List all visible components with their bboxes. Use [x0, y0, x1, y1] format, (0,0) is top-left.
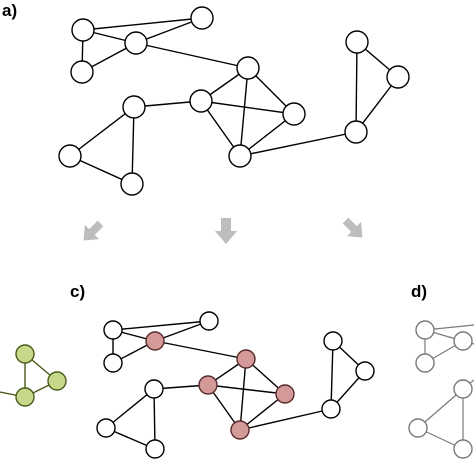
graph-c	[96, 311, 375, 459]
graph-edge	[239, 67, 249, 157]
graph-edge	[69, 106, 135, 157]
graph-node	[70, 60, 94, 84]
arrow-right-icon	[342, 217, 363, 238]
graph-node	[199, 311, 219, 331]
panel-label-d: d)	[411, 282, 427, 301]
graph-a	[58, 6, 410, 196]
graph-node	[145, 439, 165, 459]
graph-node	[120, 172, 144, 196]
arrow-left-icon	[83, 220, 104, 241]
graph-edge	[355, 41, 358, 133]
graph-edge	[135, 42, 249, 69]
graph-node-highlighted	[236, 349, 256, 369]
graph-d-partial	[408, 320, 474, 459]
graph-node	[355, 361, 375, 381]
panel-label-a: a)	[2, 1, 17, 20]
graph-edge	[207, 384, 286, 395]
transition-arrows	[83, 217, 363, 244]
graph-edge	[105, 388, 155, 429]
graph-node	[103, 320, 123, 340]
graph-node	[190, 6, 214, 30]
graph-edge	[239, 358, 247, 431]
graph-edge	[330, 340, 334, 410]
graph-node-highlighted	[145, 331, 165, 351]
graph-edge	[239, 408, 332, 431]
graph-node	[323, 331, 343, 351]
graph-node	[189, 89, 213, 113]
graph-edge	[239, 131, 357, 157]
graph-edge	[154, 340, 247, 360]
graph-node-faded	[415, 320, 435, 340]
graph-edge	[82, 17, 203, 31]
graph-node	[236, 56, 260, 80]
graph-node	[96, 418, 116, 438]
graph-edge	[417, 388, 464, 429]
graph-node-faded	[453, 331, 473, 351]
graph-node	[103, 353, 123, 373]
graph-edge	[135, 17, 203, 44]
graph-edge	[112, 320, 210, 331]
graph-node	[58, 144, 82, 168]
graph-node	[321, 399, 341, 419]
graph-node-highlighted	[47, 371, 67, 391]
graph-edge	[153, 388, 156, 450]
graph-node-faded	[453, 379, 473, 399]
graph-node	[386, 65, 410, 89]
graph-edge	[200, 100, 295, 115]
graph-node-highlighted	[198, 375, 218, 395]
graph-node-highlighted	[15, 344, 35, 364]
graph-node	[144, 379, 164, 399]
arrow-down-icon	[215, 218, 237, 244]
graph-node-faded	[408, 418, 428, 438]
graph-node-highlighted	[15, 387, 35, 407]
graph-node	[282, 102, 306, 126]
graph-node-faded	[453, 439, 473, 459]
graph-node	[122, 95, 146, 119]
graph-node-faded	[415, 353, 435, 373]
graph-node-highlighted	[230, 420, 250, 440]
graph-node	[124, 31, 148, 55]
graph-node	[345, 30, 369, 54]
graph-node	[344, 120, 368, 144]
graph-node-highlighted	[275, 384, 295, 404]
graph-node	[71, 18, 95, 42]
graph-edge	[131, 106, 135, 185]
graph-b-partial	[0, 344, 67, 407]
graph-node	[228, 144, 252, 168]
panel-label-c: c)	[70, 282, 85, 301]
